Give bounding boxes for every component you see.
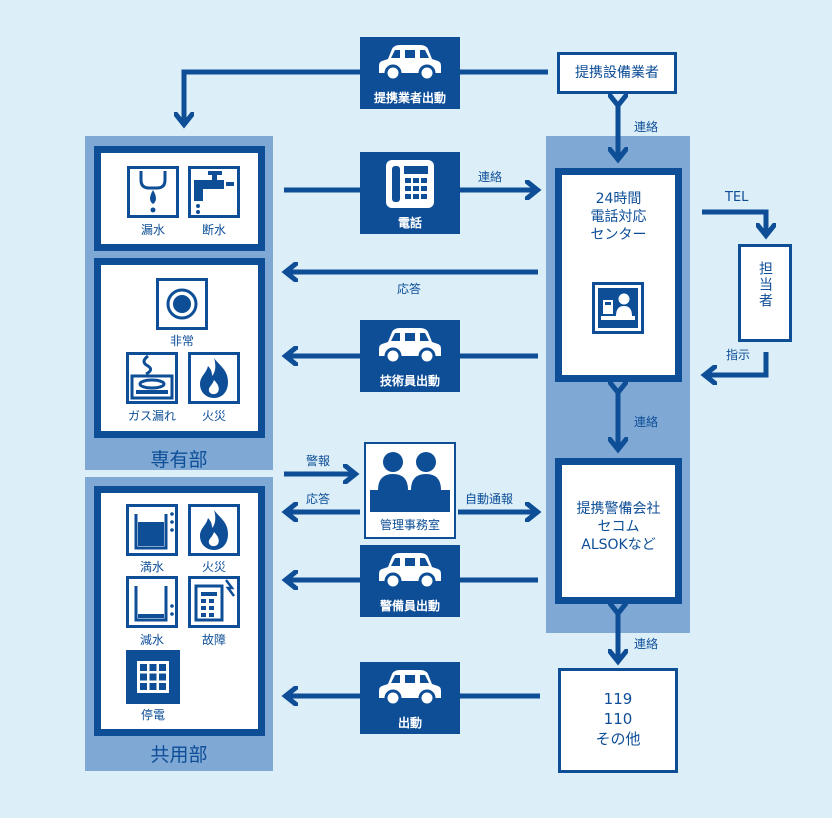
alarm-label: 警報 [306, 454, 331, 468]
technician-dispatch-label: 技術員出動 [379, 374, 440, 388]
partner-dispatch-box: 提携業者出動 [360, 37, 460, 109]
water-leak-label: 漏水 [140, 223, 165, 237]
call-center-box [555, 168, 682, 382]
emergency-line-1: 119 [603, 690, 633, 708]
center-line-2: 電話対応 [590, 209, 647, 225]
guard-dispatch-box: 警備員出動 [360, 545, 460, 617]
phone-label: 電話 [397, 216, 422, 230]
center-line-3: センター [590, 227, 647, 243]
dispatch-label: 出動 [397, 716, 422, 730]
private-area-label: 専有部 [150, 449, 208, 471]
contact-label-phone: 連絡 [478, 170, 503, 184]
fire-label-private: 火災 [201, 409, 226, 423]
emergency-button-icon [156, 278, 208, 330]
dispatch-box: 出動 [360, 662, 460, 734]
car-icon [379, 45, 441, 82]
car-icon [379, 328, 441, 365]
low-water-label: 減水 [139, 633, 164, 647]
emergency-label: 非常 [169, 334, 194, 348]
tel-label: TEL [725, 190, 749, 205]
emergency-line-3: その他 [595, 730, 641, 748]
technician-dispatch-box: 技術員出動 [360, 320, 460, 392]
security-line-2: セコム [597, 519, 640, 535]
auto-report-label: 自動通報 [465, 492, 514, 506]
partner-dispatch-label: 提携業者出動 [373, 91, 446, 105]
operator-icon [592, 282, 644, 334]
emergency-services-box: 119 110 その他 [558, 668, 678, 773]
response-label-2: 応答 [306, 492, 331, 506]
emergency-line-2: 110 [603, 710, 633, 728]
partner-contractor-box: 提携設備業者 [557, 52, 677, 94]
person-text: 担当者 [757, 261, 773, 309]
security-line-3: ALSOKなど [581, 537, 656, 553]
management-office-label: 管理事務室 [379, 518, 440, 532]
water-leak-icon [127, 166, 179, 218]
water-outage-label: 断水 [201, 223, 226, 237]
fire-icon [188, 352, 240, 404]
gas-leak-label: ガス漏れ [127, 409, 176, 423]
phone-box: 電話 [360, 152, 460, 234]
low-water-icon [126, 576, 178, 628]
full-water-label: 満水 [139, 560, 164, 574]
contact-label-mid: 連絡 [634, 415, 659, 429]
car-icon [379, 670, 441, 707]
staff-icon [370, 452, 450, 512]
fault-icon [188, 576, 240, 628]
gas-leak-icon [126, 352, 178, 404]
fire-label-common: 火災 [201, 560, 226, 574]
phone-icon [386, 160, 434, 208]
contact-label-top: 連絡 [634, 120, 659, 134]
guard-dispatch-label: 警備員出動 [379, 599, 440, 613]
fault-label: 故障 [201, 633, 226, 647]
car-icon [379, 553, 441, 590]
security-company-label: 提携警備会社 セコム ALSOKなど [555, 500, 682, 554]
response-label: 応答 [397, 282, 422, 296]
instruct-label: 指示 [726, 348, 751, 362]
fire-icon [188, 504, 240, 556]
security-company-box [555, 458, 682, 604]
call-center-label: 24時間 電話対応 センター [555, 190, 682, 244]
power-outage-icon [126, 650, 180, 704]
power-outage-label: 停電 [140, 708, 165, 722]
full-water-icon [126, 504, 178, 556]
security-line-1: 提携警備会社 [576, 501, 661, 517]
water-outage-icon [188, 166, 240, 218]
center-line-1: 24時間 [595, 191, 642, 207]
contact-label-bottom: 連絡 [634, 637, 659, 651]
person-in-charge-box: 担当者 [738, 244, 792, 342]
common-area-label: 共用部 [150, 744, 208, 766]
